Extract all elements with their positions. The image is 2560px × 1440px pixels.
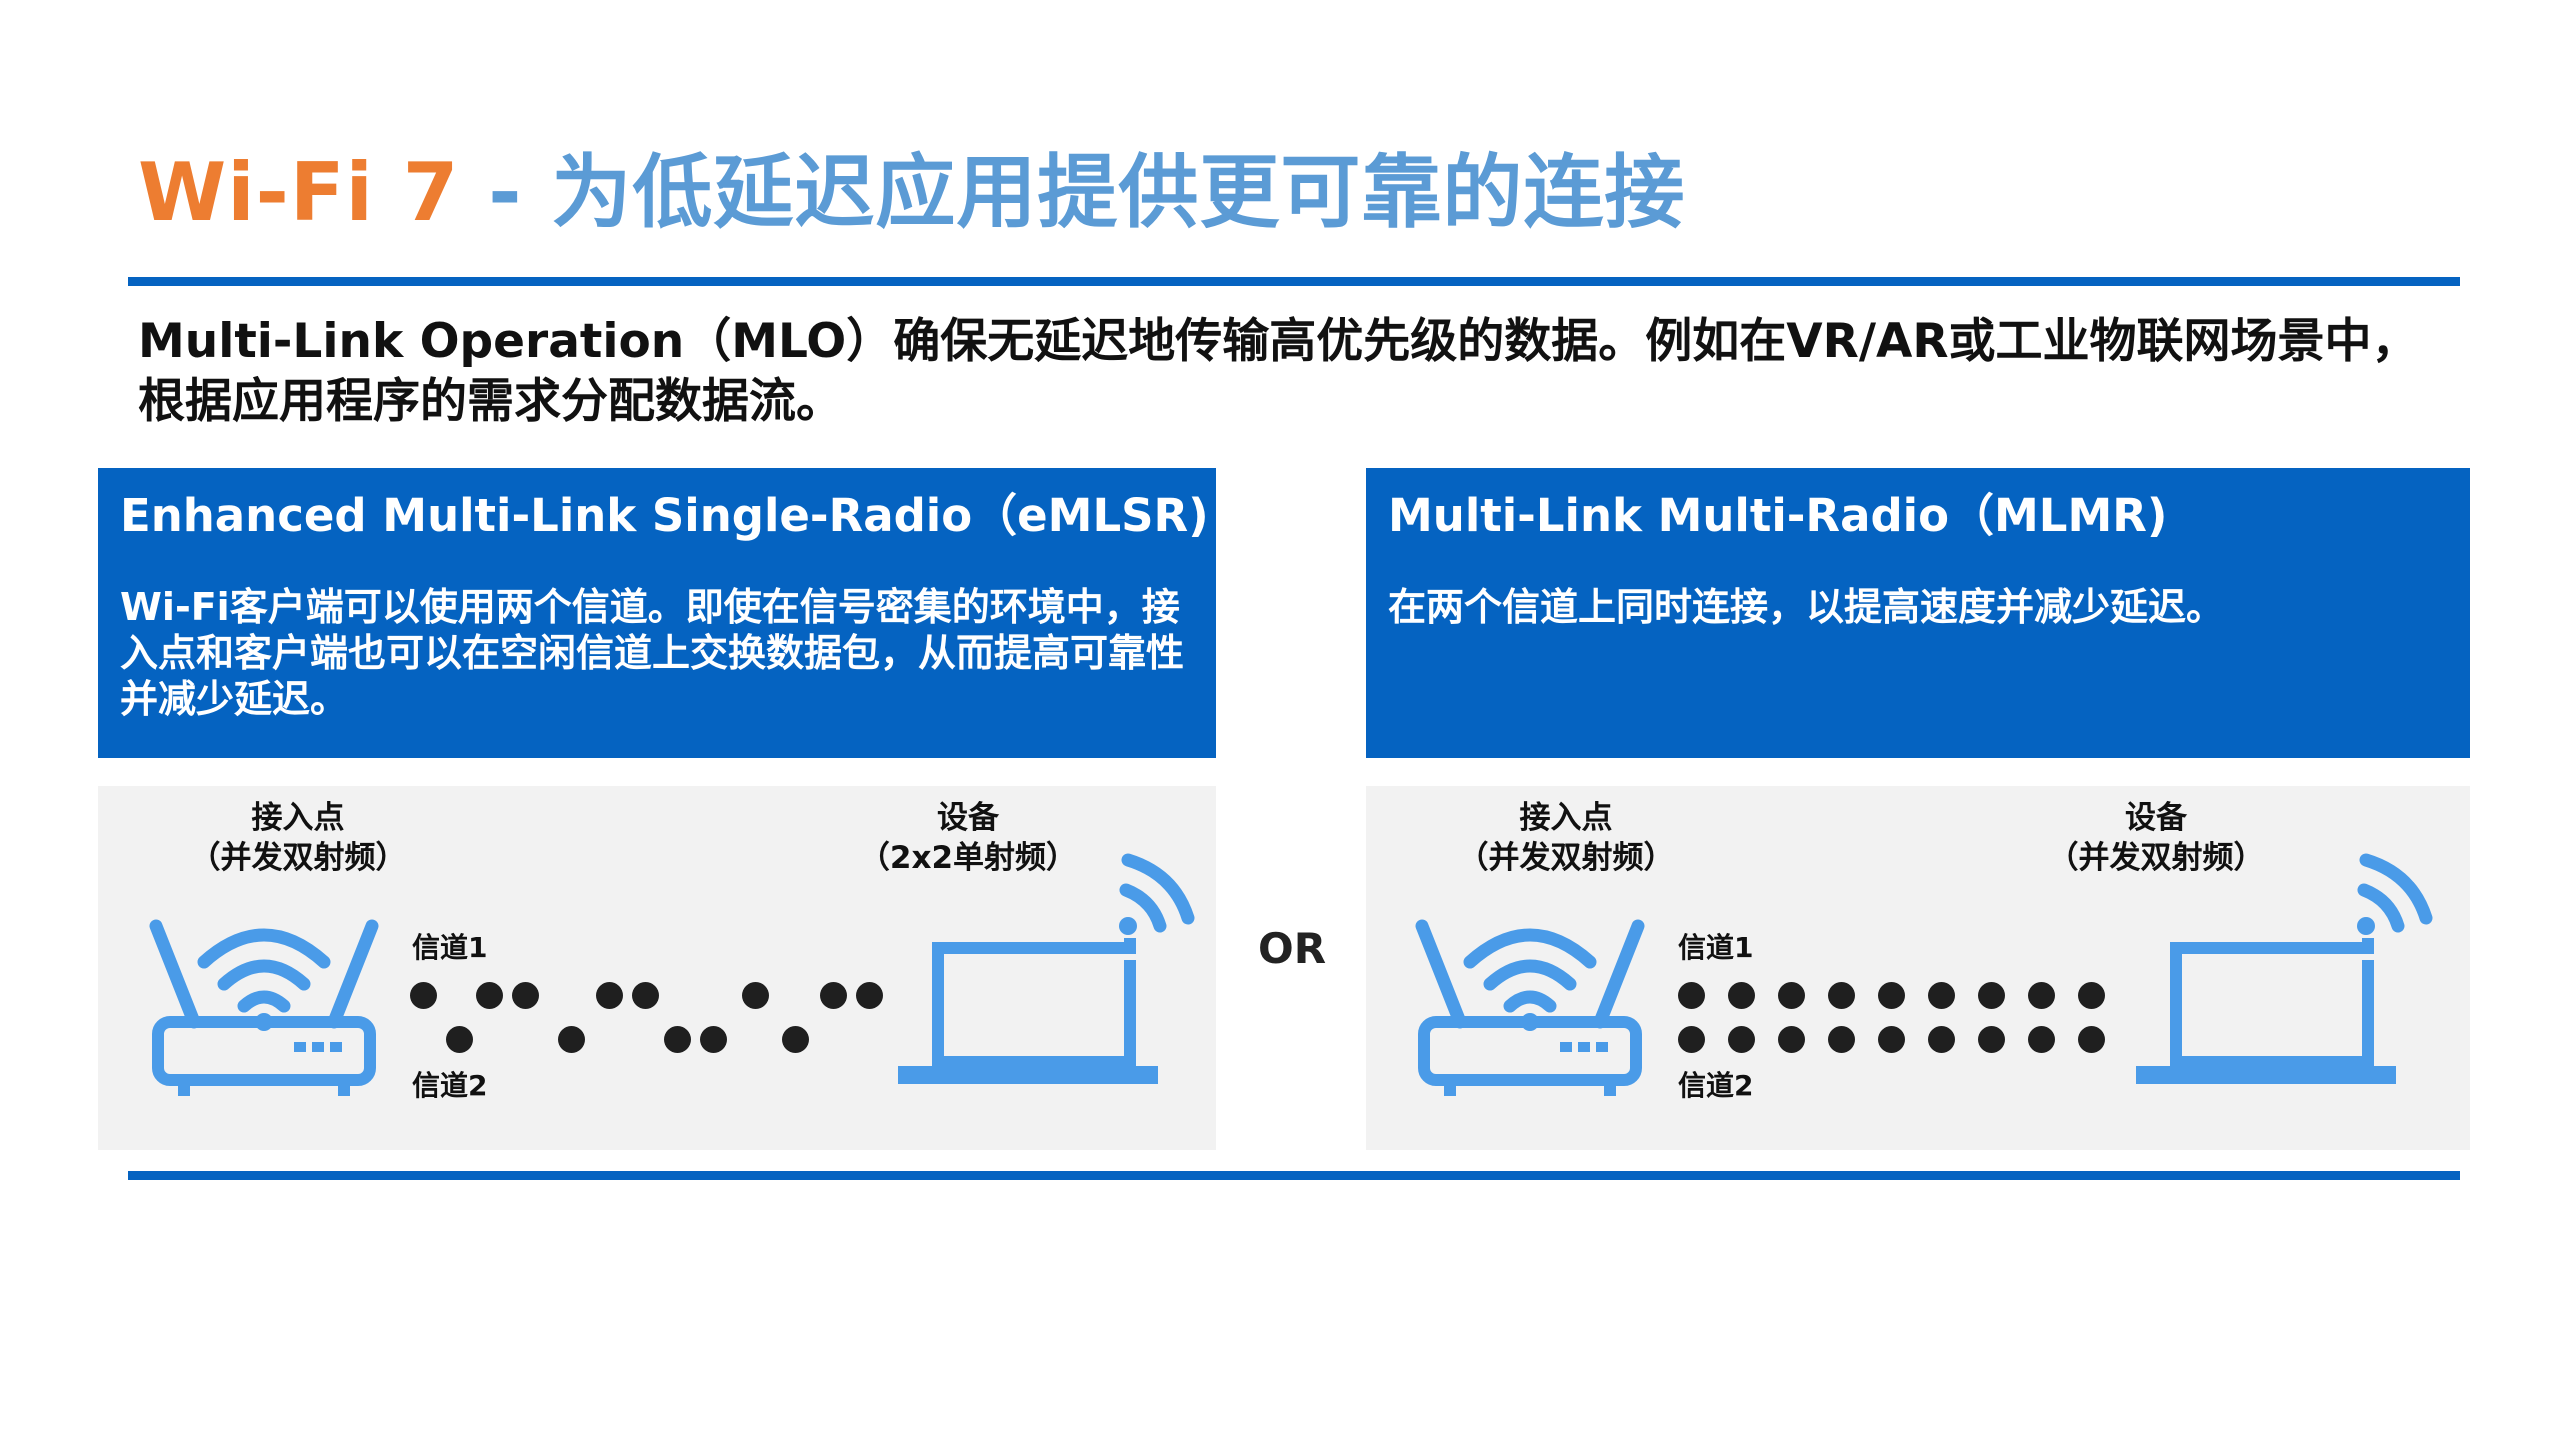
emlsr-packet [596, 982, 623, 1009]
emlsr-device-label: 设备 （2x2单射频） [858, 800, 1078, 876]
mlmr-packet [1928, 1026, 1955, 1053]
emlsr-packet [512, 982, 539, 1009]
mlmr-packet [1828, 982, 1855, 1009]
mlmr-packet [1878, 1026, 1905, 1053]
laptop-wifi-icon [898, 853, 1195, 1084]
emlsr-ap-label: 接入点 （并发双射频） [189, 800, 407, 876]
emlsr-diagram: 接入点 （并发双射频） 设备 （2x2单射频） 信道1 信道2 [98, 786, 1216, 1150]
laptop-wifi-icon [2136, 853, 2433, 1084]
intro-text: Multi-Link Operation（MLO）确保无延迟地传输高优先级的数据… [138, 314, 2419, 429]
mlmr-packet [1978, 982, 2005, 1009]
mlmr-packet [1678, 1026, 1705, 1053]
mlmr-packet [2078, 1026, 2105, 1053]
mlmr-ap-label: 接入点 （并发双射频） [1457, 800, 1675, 876]
mlmr-packet [2028, 982, 2055, 1009]
page-title-wifi7: Wi-Fi 7 [138, 146, 460, 239]
emlsr-description: Wi-Fi客户端可以使用两个信道。即使在信号密集的环境中，接入点和客户端也可以在… [120, 585, 1185, 721]
emlsr-packet [632, 982, 659, 1009]
mlmr-description: 在两个信道上同时连接，以提高速度并减少延迟。 [1388, 585, 2225, 629]
mlmr-packet [1978, 1026, 2005, 1053]
emlsr-packet [446, 1026, 473, 1053]
mlmr-channel1-label: 信道1 [1678, 931, 1754, 964]
mlmr-packet [1828, 1026, 1855, 1053]
page-title-subtitle: - 为低延迟应用提供更可靠的连接 [459, 146, 1686, 239]
router-icon [1415, 919, 1645, 1096]
mlmr-diagram: 接入点 （并发双射频） 设备 （并发双射频） 信道1 信道2 [1366, 786, 2470, 1150]
emlsr-packet [558, 1026, 585, 1053]
mlmr-packet [1728, 1026, 1755, 1053]
mlmr-heading: Multi-Link Multi-Radio（MLMR) [1388, 489, 2168, 542]
emlsr-packet [856, 982, 883, 1009]
mlmr-packet [1928, 982, 1955, 1009]
emlsr-channel1-label: 信道1 [412, 931, 488, 964]
mlmr-packet [1678, 982, 1705, 1009]
emlsr-packet [476, 982, 503, 1009]
emlsr-packet [700, 1026, 727, 1053]
mlmr-header-panel: Multi-Link Multi-Radio（MLMR) 在两个信道上同时连接，… [1366, 468, 2470, 758]
mlmr-packet [2028, 1026, 2055, 1053]
mlmr-packet [1778, 982, 1805, 1009]
emlsr-packet [742, 982, 769, 1009]
mlmr-packet [1878, 982, 1905, 1009]
emlsr-packet [820, 982, 847, 1009]
router-icon [149, 919, 379, 1096]
emlsr-heading: Enhanced Multi-Link Single-Radio（eMLSR) [120, 489, 1209, 542]
bottom-divider [128, 1171, 2460, 1180]
emlsr-packet [410, 982, 437, 1009]
emlsr-channel2-label: 信道2 [412, 1069, 488, 1102]
mlmr-channel2-label: 信道2 [1678, 1069, 1754, 1102]
emlsr-header-panel: Enhanced Multi-Link Single-Radio（eMLSR) … [98, 468, 1216, 758]
page-title: Wi-Fi 7 - 为低延迟应用提供更可靠的连接 [138, 128, 1685, 244]
mlmr-packet [1778, 1026, 1805, 1053]
or-label: OR [1258, 924, 1327, 973]
emlsr-packet [782, 1026, 809, 1053]
mlmr-packet [2078, 982, 2105, 1009]
mlmr-packet [1728, 982, 1755, 1009]
top-divider [128, 277, 2460, 286]
emlsr-packet [664, 1026, 691, 1053]
mlmr-device-label: 设备 （并发双射频） [2047, 800, 2265, 876]
